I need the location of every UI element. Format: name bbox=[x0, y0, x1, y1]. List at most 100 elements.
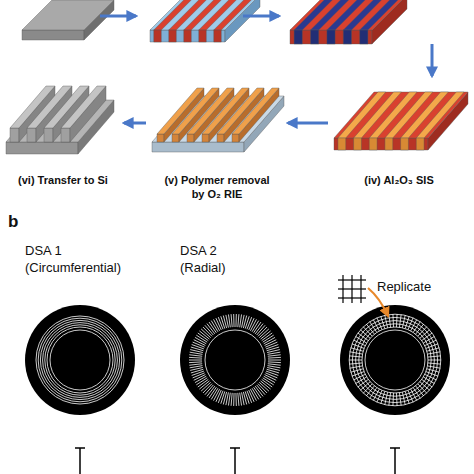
radial-line bbox=[389, 314, 391, 327]
radial-line bbox=[192, 345, 204, 349]
slab-face bbox=[232, 134, 239, 142]
disk-heading: DSA 1 (Circumferential) bbox=[25, 242, 143, 276]
radial-line bbox=[245, 316, 249, 328]
stripe bbox=[154, 30, 162, 42]
disk-figure bbox=[180, 305, 290, 474]
slab-face bbox=[27, 128, 36, 142]
radial-line bbox=[416, 324, 424, 334]
radial-line bbox=[351, 348, 364, 351]
radial-line bbox=[189, 357, 202, 359]
inner-ring bbox=[205, 330, 265, 390]
radial-line bbox=[408, 390, 413, 402]
stripe bbox=[385, 138, 393, 150]
track-ring bbox=[349, 314, 441, 406]
stripe bbox=[184, 30, 192, 42]
radial-line bbox=[265, 340, 277, 346]
stripe bbox=[354, 138, 362, 150]
stripe bbox=[416, 92, 464, 138]
radial-line bbox=[268, 355, 281, 356]
stripe bbox=[214, 30, 222, 42]
radial-line bbox=[381, 316, 385, 328]
radial-line bbox=[268, 357, 281, 359]
radial-line bbox=[427, 352, 440, 354]
track-ring bbox=[47, 327, 113, 393]
radial-line bbox=[190, 352, 203, 354]
tick-mark bbox=[394, 448, 396, 474]
radial-line bbox=[267, 350, 280, 353]
track-ring bbox=[352, 317, 437, 402]
radial-line bbox=[238, 314, 239, 327]
stripe bbox=[360, 0, 403, 30]
radial-line bbox=[247, 391, 252, 403]
slab-face bbox=[152, 142, 244, 152]
radial-line bbox=[360, 382, 370, 391]
radial-line bbox=[240, 314, 242, 327]
stripe bbox=[338, 138, 346, 150]
radial-line bbox=[191, 347, 203, 351]
disk-panel: Replicate bbox=[325, 242, 470, 422]
grid-line bbox=[351, 275, 352, 303]
radial-line bbox=[363, 327, 372, 336]
slab-face bbox=[334, 138, 428, 150]
step-panel: (iv) Al₂O₃ SIS bbox=[328, 78, 470, 206]
radial-line bbox=[363, 384, 372, 393]
radial-line bbox=[247, 317, 252, 329]
slab-face bbox=[217, 134, 224, 142]
radial-line bbox=[268, 366, 281, 368]
slab-face bbox=[290, 30, 372, 44]
radial-line bbox=[377, 318, 382, 330]
radial-line bbox=[193, 373, 205, 378]
grid-icon bbox=[338, 275, 366, 303]
radial-line bbox=[396, 314, 398, 327]
track-ring bbox=[36, 316, 124, 404]
slab-face bbox=[61, 86, 106, 128]
radial-line bbox=[413, 322, 420, 333]
radial-line bbox=[422, 333, 433, 341]
radial-line bbox=[389, 393, 391, 406]
radial-line bbox=[428, 356, 441, 357]
inner-ring bbox=[50, 330, 110, 390]
radial-line bbox=[218, 317, 223, 329]
radial-line bbox=[231, 393, 232, 406]
step-panel: (vi) Transfer to Si bbox=[2, 78, 124, 206]
radial-line bbox=[405, 391, 409, 403]
track-ring bbox=[38, 318, 122, 402]
disk-panel: DSA 2 (Radial) bbox=[170, 242, 310, 422]
radial-line bbox=[192, 371, 204, 375]
radial-line bbox=[189, 360, 202, 361]
track-ring bbox=[43, 323, 118, 398]
radial-line bbox=[396, 393, 398, 406]
radial-line bbox=[228, 314, 230, 327]
radial-line bbox=[422, 379, 433, 387]
stripe bbox=[343, 30, 351, 44]
slab-face bbox=[239, 88, 279, 142]
radial-line bbox=[235, 314, 236, 327]
radial-line bbox=[268, 360, 281, 361]
step-panel: (v) Polymer removal by O₂ RIE bbox=[146, 78, 288, 206]
tick-mark bbox=[234, 448, 236, 474]
radial-line bbox=[426, 344, 438, 349]
inner-ring bbox=[365, 330, 425, 390]
slab-face bbox=[290, 0, 407, 30]
disk-figure bbox=[25, 305, 135, 474]
tick-mark bbox=[230, 447, 240, 449]
track-ring bbox=[40, 320, 119, 399]
radial-line bbox=[189, 355, 202, 356]
radial-line bbox=[216, 318, 221, 330]
tick-mark bbox=[75, 447, 85, 449]
slab-face bbox=[334, 92, 468, 138]
radial-line bbox=[370, 388, 377, 399]
radial-line bbox=[233, 393, 234, 406]
radial-line bbox=[190, 366, 203, 368]
tick-mark bbox=[390, 447, 400, 449]
radial-line bbox=[268, 352, 281, 354]
radial-line bbox=[356, 336, 367, 343]
slab-face bbox=[61, 128, 70, 142]
radial-line bbox=[238, 393, 239, 406]
slab-face bbox=[202, 134, 209, 142]
radial-line bbox=[249, 390, 254, 402]
radial-line bbox=[392, 393, 394, 406]
